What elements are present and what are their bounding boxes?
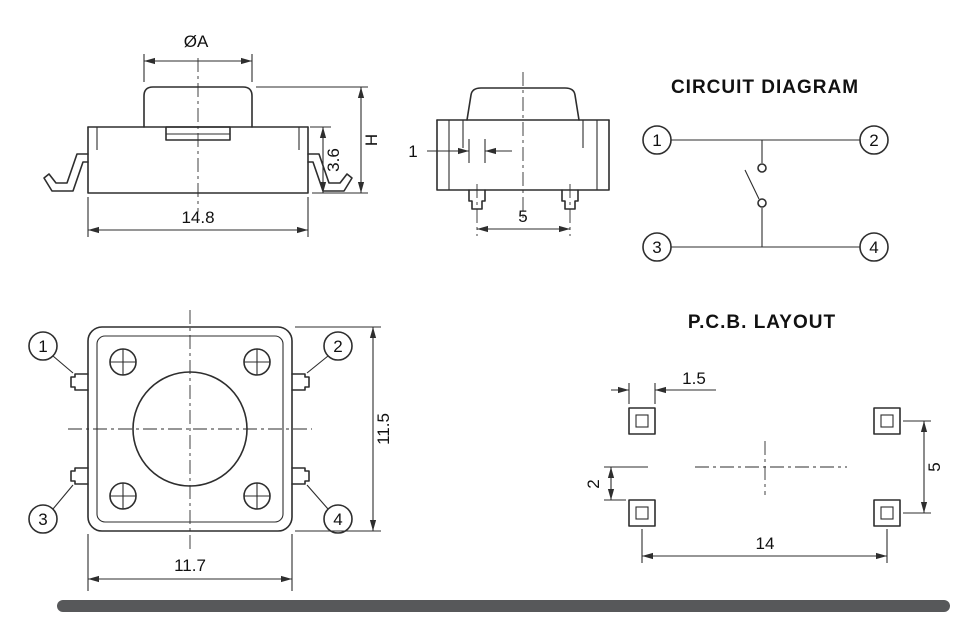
circuit-pin-circle-2 bbox=[859, 125, 889, 155]
pcb-pad bbox=[873, 407, 901, 435]
dim-label-pad-offset: 2 bbox=[584, 479, 603, 488]
callout-4: 4 bbox=[333, 510, 342, 529]
circuit-pin-circle-3 bbox=[642, 232, 672, 262]
terminal-top-right bbox=[291, 373, 310, 391]
actuator-front bbox=[143, 86, 253, 128]
contact-lower bbox=[757, 198, 767, 208]
terminal-bottom-left bbox=[70, 467, 89, 485]
switch-body-side bbox=[436, 119, 610, 191]
dim-label-row-pitch: 5 bbox=[925, 462, 944, 471]
corner-rivet bbox=[109, 482, 137, 510]
pcb-pad bbox=[628, 499, 656, 527]
callout-2: 2 bbox=[333, 337, 342, 356]
dim-label-actuator-diameter: ØA bbox=[184, 32, 209, 51]
callout-leader bbox=[306, 355, 329, 374]
actuator-side bbox=[466, 87, 580, 121]
circuit-pin-1: 1 bbox=[652, 131, 661, 150]
callout-leader bbox=[306, 484, 329, 510]
pcb-layout: P.C.B. LAYOUT 1.5 2 5 bbox=[584, 312, 944, 563]
callout-circle-4 bbox=[323, 504, 353, 534]
body-outline-inner bbox=[96, 335, 284, 523]
pcb-layout-title: P.C.B. LAYOUT bbox=[688, 312, 836, 333]
callout-circle-3 bbox=[28, 504, 58, 534]
dim-label-top-width: 11.7 bbox=[174, 556, 206, 575]
pcb-pad bbox=[628, 407, 656, 435]
circuit-diagram-title: CIRCUIT DIAGRAM bbox=[671, 77, 859, 98]
dim-label-column-pitch: 14 bbox=[756, 534, 775, 553]
callout-circle-2 bbox=[323, 331, 353, 361]
dim-label-terminal-width: 1 bbox=[408, 142, 417, 161]
dim-label-terminal-pitch: 5 bbox=[518, 207, 527, 226]
lead-left bbox=[43, 153, 89, 192]
corner-rivet bbox=[243, 348, 271, 376]
body-outline-outer bbox=[87, 326, 293, 532]
dim-label-base-height: 3.6 bbox=[324, 148, 343, 172]
circuit-pin-3: 3 bbox=[652, 238, 661, 257]
top-view: 1 2 3 4 11.5 11.7 bbox=[28, 310, 393, 591]
callout-1: 1 bbox=[38, 337, 47, 356]
dim-label-pad-width: 1.5 bbox=[682, 369, 706, 388]
footer-bar bbox=[57, 600, 950, 612]
side-view: 1 5 bbox=[408, 72, 610, 236]
terminal-bottom-right bbox=[291, 467, 310, 485]
circuit-diagram: CIRCUIT DIAGRAM 1 2 3 4 bbox=[642, 77, 889, 262]
dim-label-top-height: 11.5 bbox=[374, 413, 393, 445]
corner-rivet bbox=[243, 482, 271, 510]
circuit-pin-4: 4 bbox=[869, 238, 878, 257]
switch-arm bbox=[744, 169, 760, 200]
callout-leader bbox=[52, 355, 74, 374]
front-view: ØA H 3.6 14.8 bbox=[43, 32, 381, 237]
callout-circle-1 bbox=[28, 331, 58, 361]
corner-rivet bbox=[109, 348, 137, 376]
contact-upper bbox=[757, 163, 767, 173]
pcb-pad bbox=[873, 499, 901, 527]
terminal-top-left bbox=[70, 373, 89, 391]
dim-label-total-height: H bbox=[362, 134, 381, 146]
circuit-pin-2: 2 bbox=[869, 131, 878, 150]
callout-leader bbox=[52, 484, 74, 510]
callout-3: 3 bbox=[38, 510, 47, 529]
switch-body-front bbox=[87, 126, 309, 194]
circuit-pin-circle-4 bbox=[859, 232, 889, 262]
actuator-top bbox=[132, 371, 248, 487]
circuit-pin-circle-1 bbox=[642, 125, 672, 155]
dim-label-width: 14.8 bbox=[181, 208, 214, 227]
